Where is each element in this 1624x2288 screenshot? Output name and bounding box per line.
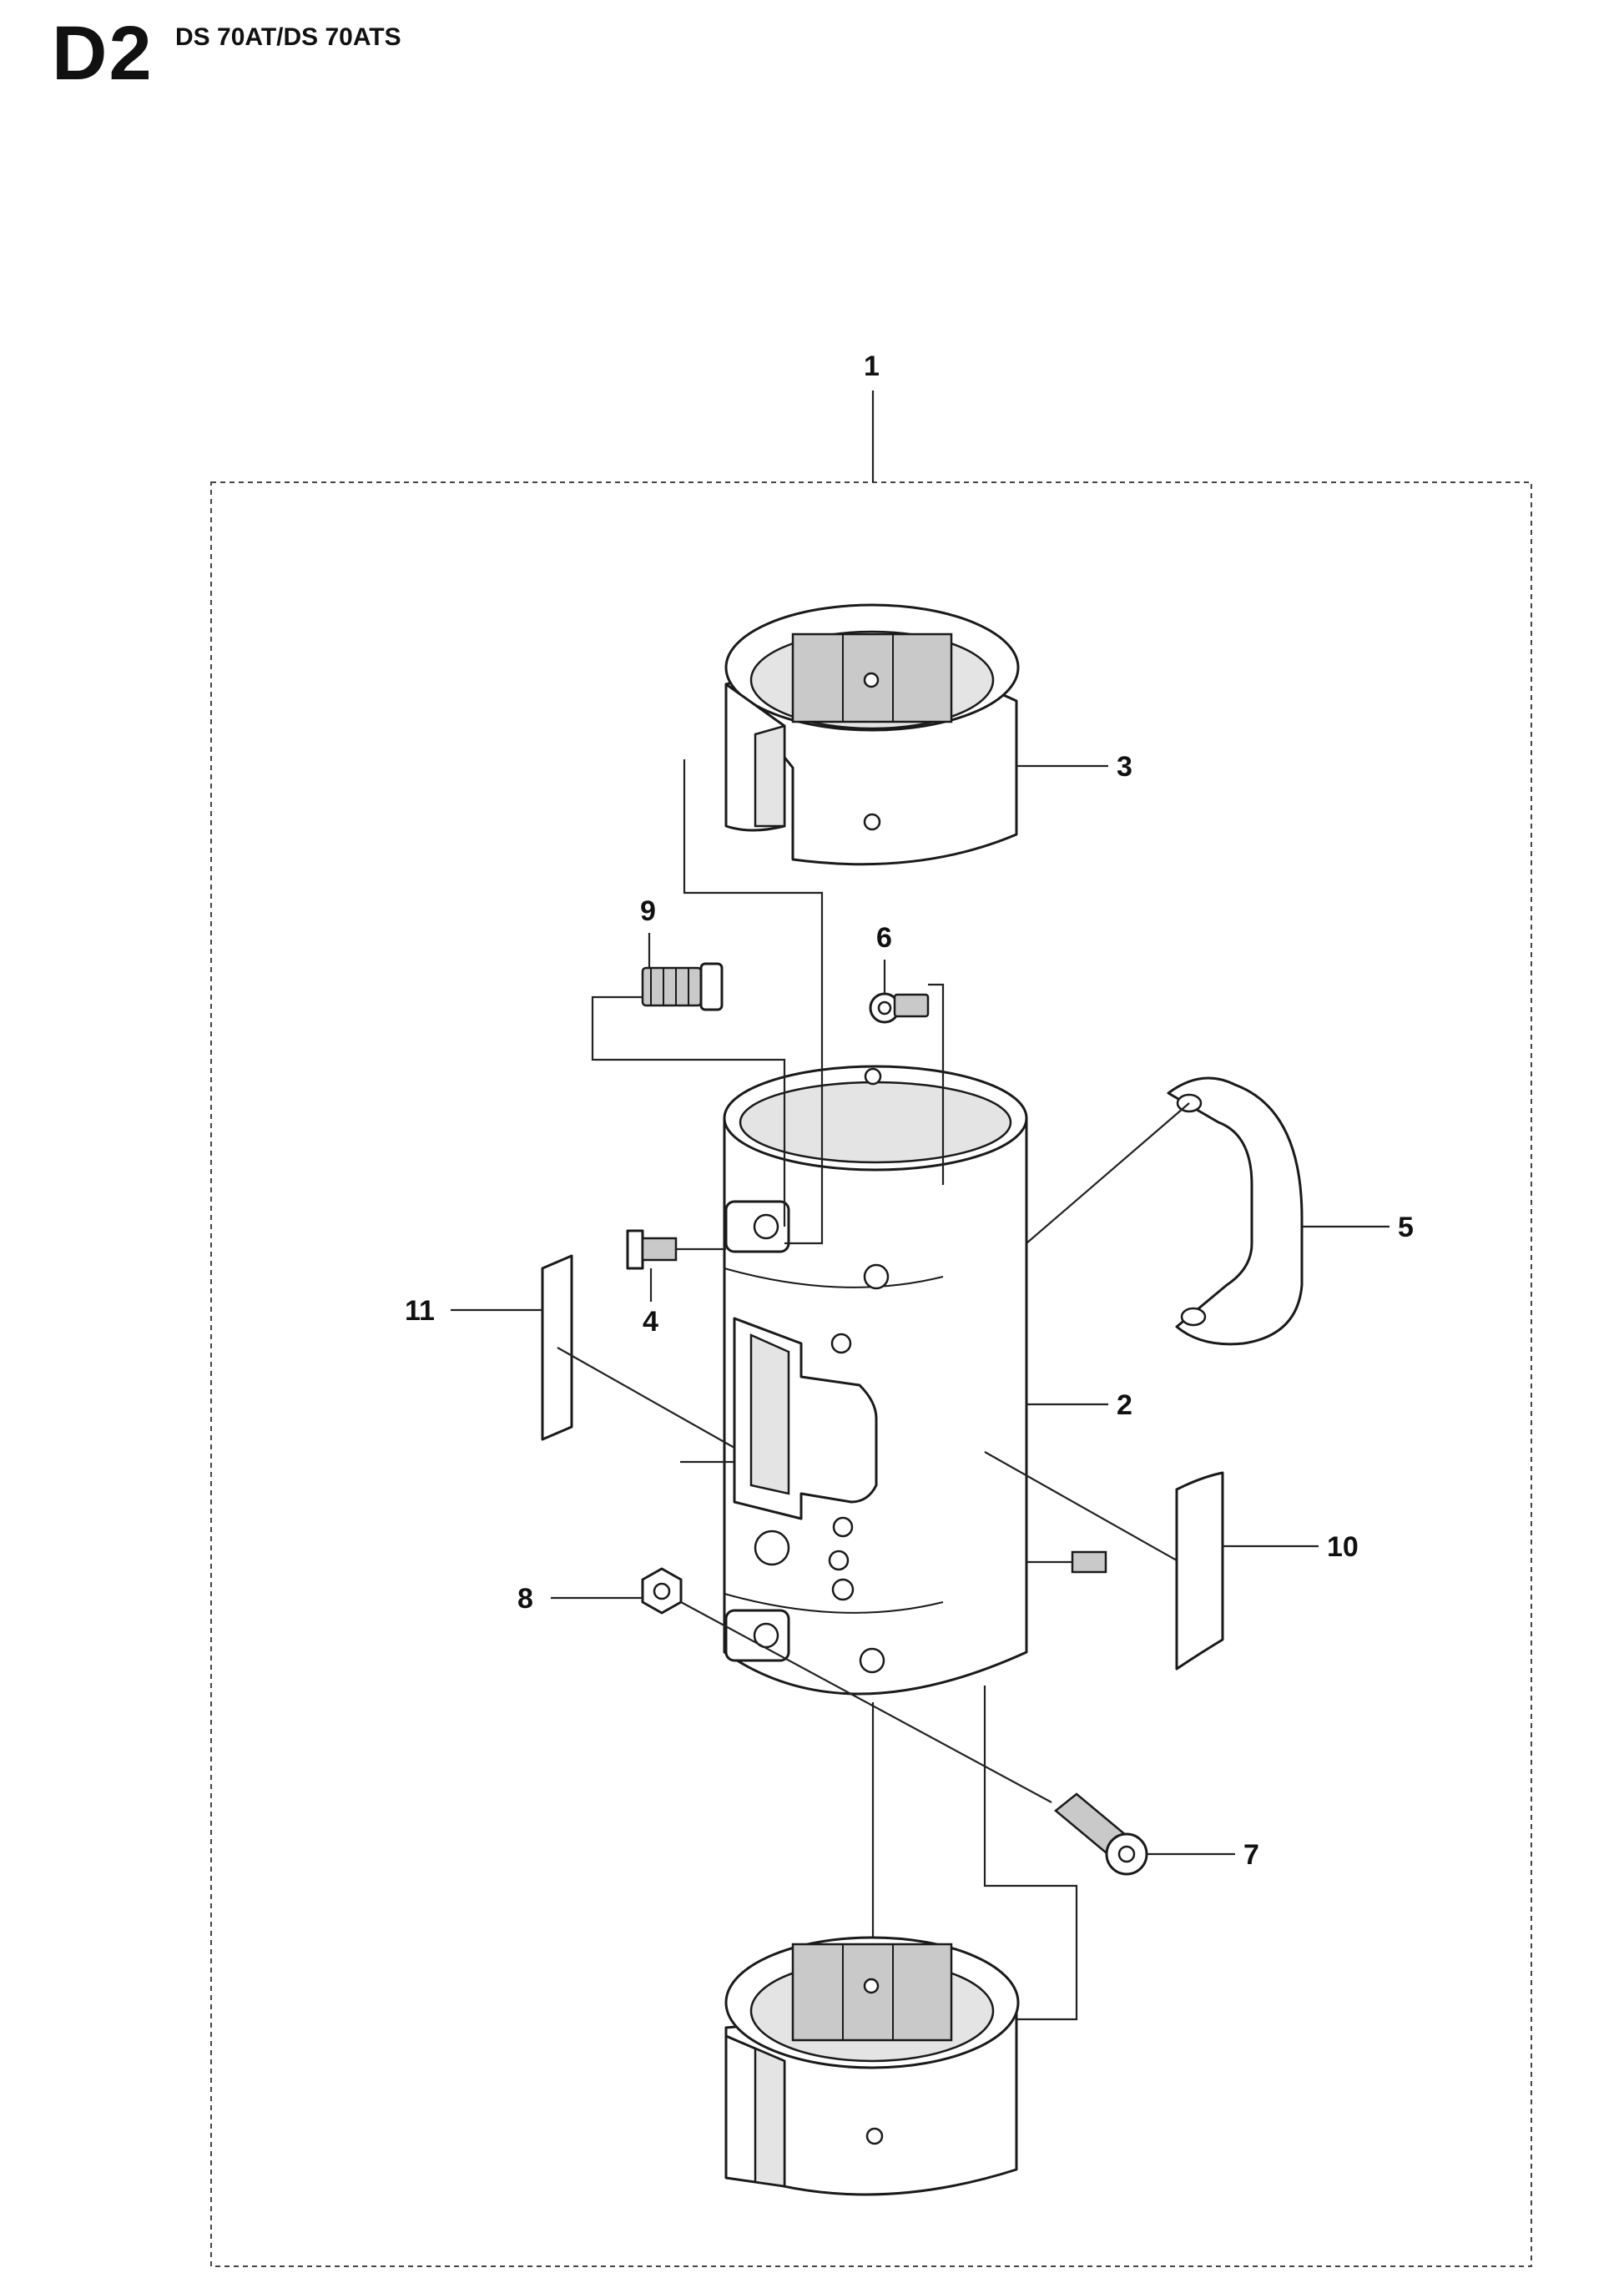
callout-7: 7 bbox=[1243, 1839, 1259, 1871]
part-9-set-screw bbox=[641, 962, 724, 1011]
part-2-main-tube bbox=[723, 1065, 1028, 1696]
callout-6: 6 bbox=[876, 922, 892, 954]
part-3-upper-clamp-ring bbox=[724, 603, 1020, 866]
part-4-countersunk-screw bbox=[626, 1229, 678, 1270]
lower-clamp-ring bbox=[724, 1936, 1020, 2196]
callout-4: 4 bbox=[643, 1306, 658, 1338]
part-8-hex-nut bbox=[641, 1567, 683, 1615]
callout-5: 5 bbox=[1398, 1212, 1414, 1243]
model-title: DS 70AT/DS 70ATS bbox=[175, 23, 401, 51]
part-10-label-sticker bbox=[1175, 1471, 1224, 1671]
assembly-boundary bbox=[210, 481, 1532, 2267]
callout-2: 2 bbox=[1117, 1389, 1132, 1421]
callout-10: 10 bbox=[1327, 1531, 1359, 1563]
page-title: D2 bbox=[52, 11, 154, 96]
part-5-handle bbox=[1167, 1076, 1304, 1346]
callout-3: 3 bbox=[1117, 751, 1132, 783]
part-7-socket-head-screw bbox=[1054, 1792, 1148, 1876]
part-6-socket-screw bbox=[869, 992, 930, 1024]
callout-11: 11 bbox=[405, 1295, 435, 1327]
callout-8: 8 bbox=[517, 1583, 533, 1615]
part-11-label-sticker bbox=[541, 1254, 573, 1441]
callout-9: 9 bbox=[640, 895, 656, 927]
callout-1: 1 bbox=[864, 350, 880, 382]
